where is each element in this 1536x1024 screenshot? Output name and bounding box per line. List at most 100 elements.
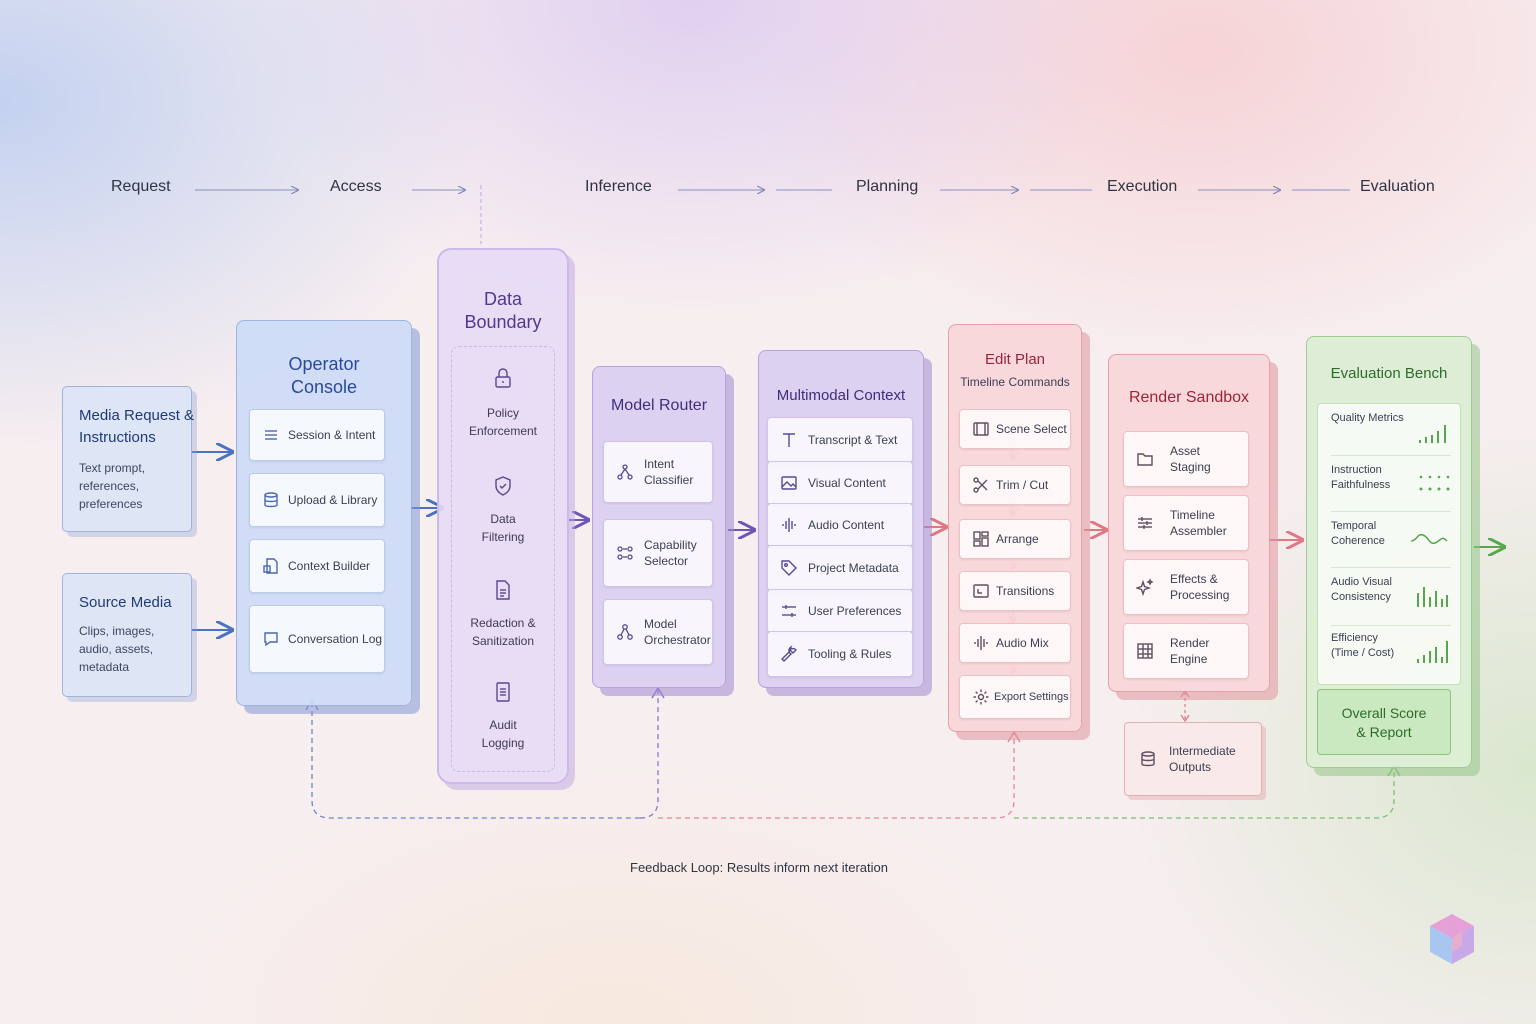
sliders-icon xyxy=(780,602,798,620)
stage-request: Request xyxy=(111,178,171,195)
context-item-label: Transcript & Text xyxy=(808,433,898,447)
render-item-label: Render Engine xyxy=(1170,636,1210,666)
bars-icon xyxy=(1415,635,1449,670)
console-item-conversation-log[interactable]: Conversation Log xyxy=(249,605,385,673)
feedback-loop-label: Feedback Loop: Results inform next itera… xyxy=(630,860,888,875)
cube-logo-icon xyxy=(1430,914,1474,964)
metric-efficiency: Efficiency (Time / Cost) xyxy=(1331,629,1451,679)
boundary-item-policy-enforcement: Policy Enforcement xyxy=(468,406,538,438)
render-item-label: Effects & Processing xyxy=(1170,572,1230,602)
wave-icon xyxy=(1409,529,1449,554)
intermediate-outputs-box[interactable]: Intermediate Outputs xyxy=(1124,722,1262,796)
context-item-transcript[interactable]: Transcript & Text xyxy=(767,417,913,463)
context-item-preferences[interactable]: User Preferences xyxy=(767,589,913,633)
context-item-label: User Preferences xyxy=(808,604,902,618)
circles-grid-icon xyxy=(616,544,634,562)
console-item-upload-library[interactable]: Upload & Library xyxy=(249,473,385,527)
media-request-desc: Text prompt, references, preferences xyxy=(79,461,146,511)
multimodal-context-title: Multimodal Context xyxy=(776,387,906,404)
edit-item-arrange[interactable]: Arrange xyxy=(959,519,1071,559)
bars-icon xyxy=(1415,583,1449,614)
console-item-session-intent[interactable]: Session & Intent xyxy=(249,409,385,461)
render-item-render-engine[interactable]: Render Engine xyxy=(1123,623,1249,679)
edit-item-scene-select[interactable]: Scene Select xyxy=(959,409,1071,449)
edit-item-transitions[interactable]: Transitions xyxy=(959,571,1071,611)
model-router-panel: Model Router Intent Classifier Capabilit… xyxy=(592,366,726,688)
metric-audio-visual: Audio Visual Consistency xyxy=(1331,571,1451,626)
render-sandbox-title: Render Sandbox xyxy=(1128,389,1250,406)
edit-item-label: Audio Mix xyxy=(996,636,1049,650)
router-item-intent-classifier[interactable]: Intent Classifier xyxy=(603,441,713,503)
context-item-label: Project Metadata xyxy=(808,561,899,575)
context-item-visual[interactable]: Visual Content xyxy=(767,461,913,505)
context-item-label: Visual Content xyxy=(808,476,886,490)
edit-plan-panel: Edit Plan Timeline Commands Scene Select… xyxy=(948,324,1082,732)
sparkle-icon xyxy=(1136,578,1154,596)
model-router-title: Model Router xyxy=(610,397,708,414)
tag-icon xyxy=(780,559,798,577)
render-item-effects[interactable]: Effects & Processing xyxy=(1123,559,1249,615)
data-boundary-title: Data Boundary xyxy=(464,289,542,332)
edit-plan-title: Edit Plan xyxy=(984,351,1046,368)
edit-item-label: Transitions xyxy=(996,584,1055,598)
render-item-label: Asset Staging xyxy=(1170,444,1211,474)
layout-grid-icon xyxy=(972,530,990,548)
document-icon xyxy=(491,578,515,602)
stage-evaluation: Evaluation xyxy=(1360,178,1435,195)
operator-console-panel: Operator Console Session & Intent Upload… xyxy=(236,320,412,706)
console-item-label: Context Builder xyxy=(288,559,371,573)
context-item-audio[interactable]: Audio Content xyxy=(767,503,913,547)
edit-item-label: Scene Select xyxy=(996,422,1067,436)
transition-icon xyxy=(972,582,990,600)
stage-access: Access xyxy=(330,178,382,195)
router-item-model-orchestrator[interactable]: Model Orchestrator xyxy=(603,599,713,665)
edit-item-audio-mix[interactable]: Audio Mix xyxy=(959,623,1071,663)
waveform-icon xyxy=(780,516,798,534)
render-grid-icon xyxy=(1136,642,1154,660)
film-frame-icon xyxy=(972,420,990,438)
bars-icon xyxy=(1417,421,1449,450)
stage-inference: Inference xyxy=(585,178,652,195)
multimodal-context-panel: Multimodal Context Transcript & Text Vis… xyxy=(758,350,924,688)
media-request-title: Media Request & Instructions xyxy=(79,407,195,446)
edit-item-trim-cut[interactable]: Trim / Cut xyxy=(959,465,1071,505)
router-item-label: Capability Selector xyxy=(644,538,697,568)
evaluation-bench-panel: Evaluation Bench Quality Metrics Instruc… xyxy=(1306,336,1472,768)
folder-icon xyxy=(1136,450,1154,468)
context-item-metadata[interactable]: Project Metadata xyxy=(767,545,913,591)
timeline-icon xyxy=(1136,514,1154,532)
gear-icon xyxy=(972,688,990,706)
edit-item-label: Arrange xyxy=(996,532,1039,546)
router-item-capability-selector[interactable]: Capability Selector xyxy=(603,519,713,587)
overall-score-button[interactable]: Overall Score & Report xyxy=(1317,689,1451,755)
edit-item-export-settings[interactable]: Export Settings xyxy=(959,675,1071,719)
render-item-label: Timeline Assembler xyxy=(1170,508,1227,538)
edit-plan-subtitle: Timeline Commands xyxy=(960,375,1070,389)
scissors-icon xyxy=(972,476,990,494)
orchestrator-nodes-icon xyxy=(616,623,634,641)
dots-icon xyxy=(1417,471,1451,500)
edit-item-label: Export Settings xyxy=(994,691,1069,703)
console-item-context-builder[interactable]: Context Builder xyxy=(249,539,385,593)
render-item-asset-staging[interactable]: Asset Staging xyxy=(1123,431,1249,487)
edit-item-label: Trim / Cut xyxy=(996,478,1049,492)
shield-check-icon xyxy=(491,474,515,498)
stage-arrows xyxy=(195,185,1350,244)
render-item-timeline-assembler[interactable]: Timeline Assembler xyxy=(1123,495,1249,551)
data-boundary-panel: Data Boundary Policy Enforcement Data Fi… xyxy=(437,248,569,784)
source-media-desc: Clips, images, audio, assets, metadata xyxy=(79,624,155,674)
boundary-item-redaction: Redaction & Sanitization xyxy=(470,616,536,648)
metrics-card xyxy=(1317,403,1461,685)
metric-instruction-faithfulness: Instruction Faithfulness xyxy=(1331,459,1451,512)
metric-quality: Quality Metrics xyxy=(1331,411,1451,456)
console-item-label: Upload & Library xyxy=(288,493,378,507)
source-media-title: Source Media xyxy=(79,594,172,611)
context-item-label: Tooling & Rules xyxy=(808,647,892,661)
list-icon xyxy=(262,426,280,444)
console-item-label: Session & Intent xyxy=(288,428,376,442)
context-builder-icon xyxy=(262,557,280,575)
boundary-item-audit-logging: Audit Logging xyxy=(481,718,525,750)
database-icon xyxy=(1139,750,1157,768)
context-item-tooling[interactable]: Tooling & Rules xyxy=(767,631,913,677)
metric-temporal-coherence: Temporal Coherence xyxy=(1331,515,1451,568)
